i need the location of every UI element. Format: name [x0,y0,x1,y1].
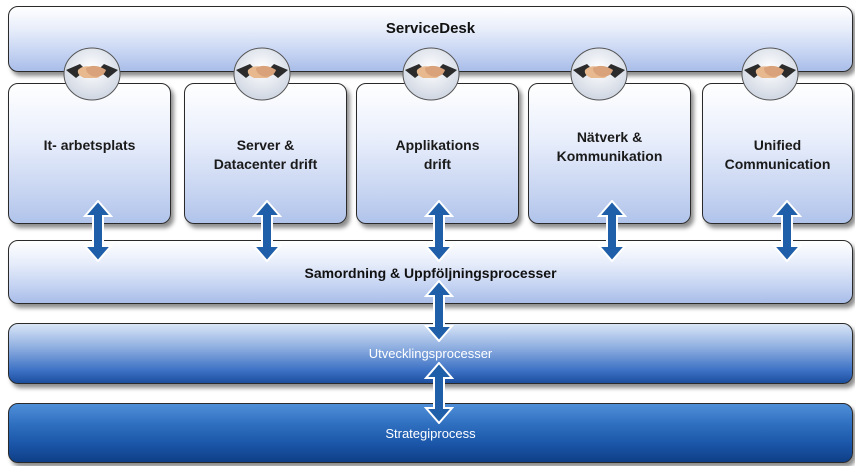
handshake-icon [741,47,799,101]
layer-label: Utvecklingsprocesser [368,346,493,361]
layer-label: Samordning & Uppföljningsprocesser [304,265,557,281]
department-label: It- arbetsplats [43,137,136,153]
handshake-icon [233,47,291,101]
department-label: Unified Communication [724,137,831,172]
department-box-applikations-drift: Applikations drift [356,83,519,224]
double-arrow-icon [252,200,282,262]
double-arrow-icon [772,200,802,262]
department-label: Server & Datacenter drift [213,137,318,172]
layer-label: Strategiprocess [385,425,476,441]
servicedesk-label: ServiceDesk [385,20,476,37]
handshake-icon [570,47,628,101]
handshake-icon [63,47,121,101]
department-label: Applikations drift [395,137,480,172]
double-arrow-icon [424,200,454,262]
department-label: Nätverk & Kommunikation [556,129,663,164]
double-arrow-icon [424,280,454,342]
department-box-it-arbetsplats: It- arbetsplats [8,83,171,224]
double-arrow-icon [424,362,454,424]
department-box-unified-communication: Unified Communication [702,83,853,224]
department-box-natverk-kommunikation: Nätverk & Kommunikation [528,83,691,224]
double-arrow-icon [83,200,113,262]
double-arrow-icon [597,200,627,262]
handshake-icon [402,47,460,101]
